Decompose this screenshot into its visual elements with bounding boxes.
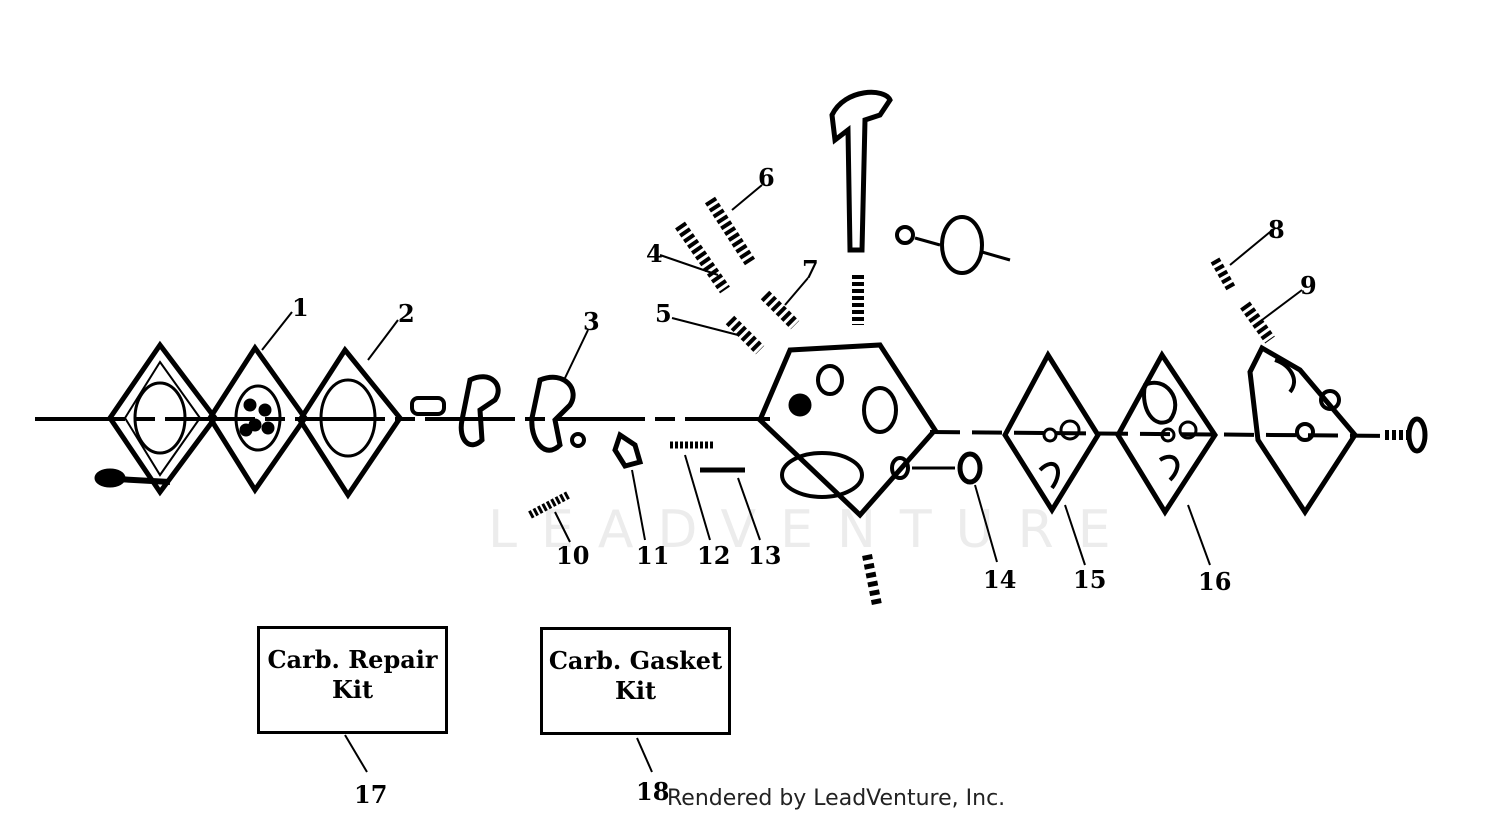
pump-cover-shape (529, 374, 576, 453)
callout-7: 7 (802, 255, 819, 284)
callout-10: 10 (556, 541, 589, 570)
carb-repair-kit-box: Carb. Repair Kit (257, 626, 448, 734)
gasket-16-shape (1115, 350, 1218, 517)
callout-14: 14 (983, 565, 1016, 594)
callout-1: 1 (292, 293, 309, 322)
callout-6: 6 (758, 163, 775, 192)
callout-2: 2 (398, 299, 415, 328)
needle-6-shape (704, 196, 756, 266)
callout-18: 18 (636, 777, 669, 806)
leader-lines (261, 184, 1303, 773)
callout-3: 3 (583, 307, 600, 336)
plug-14-shape (957, 451, 983, 485)
throttle-lever-shape (829, 89, 893, 253)
carb-repair-kit-line2: Kit (331, 675, 374, 704)
callout-13: 13 (748, 541, 781, 570)
assembly-axis-line-right (929, 430, 1391, 438)
cover-9-shape (1247, 344, 1359, 517)
carb-gasket-kit-line1: Carb. Gasket (548, 646, 723, 675)
carb-gasket-kit-line2: Kit (614, 676, 657, 705)
callout-5: 5 (655, 299, 672, 328)
pump-body-shape (458, 374, 501, 448)
carburetor-body-shape (757, 342, 939, 519)
callout-9: 9 (1300, 271, 1317, 300)
callout-15: 15 (1073, 565, 1106, 594)
spring-5-shape (725, 315, 765, 355)
leadventure-watermark: LEADVENTURE (488, 500, 1135, 560)
carb-repair-kit-line1: Carb. Repair (267, 645, 438, 674)
gasket-shape (297, 345, 404, 500)
callout-8: 8 (1268, 215, 1285, 244)
callout-11: 11 (636, 541, 669, 570)
throttle-disc-shape (940, 215, 984, 275)
callout-16: 16 (1198, 567, 1231, 596)
lever-11-shape (612, 431, 644, 469)
spring-7-shape (760, 290, 800, 330)
callout-12: 12 (697, 541, 730, 570)
plate-15-shape (1002, 350, 1101, 515)
carb-gasket-kit-box: Carb. Gasket Kit (540, 627, 731, 735)
callout-4: 4 (646, 239, 663, 268)
diaphragm-shape (207, 343, 309, 495)
render-credit: Rendered by LeadVenture, Inc. (667, 786, 1006, 811)
callout-17: 17 (354, 780, 387, 809)
spring-10-shape (528, 491, 570, 519)
cover-plate-shape (94, 340, 219, 497)
needle-4-shape (675, 221, 730, 294)
